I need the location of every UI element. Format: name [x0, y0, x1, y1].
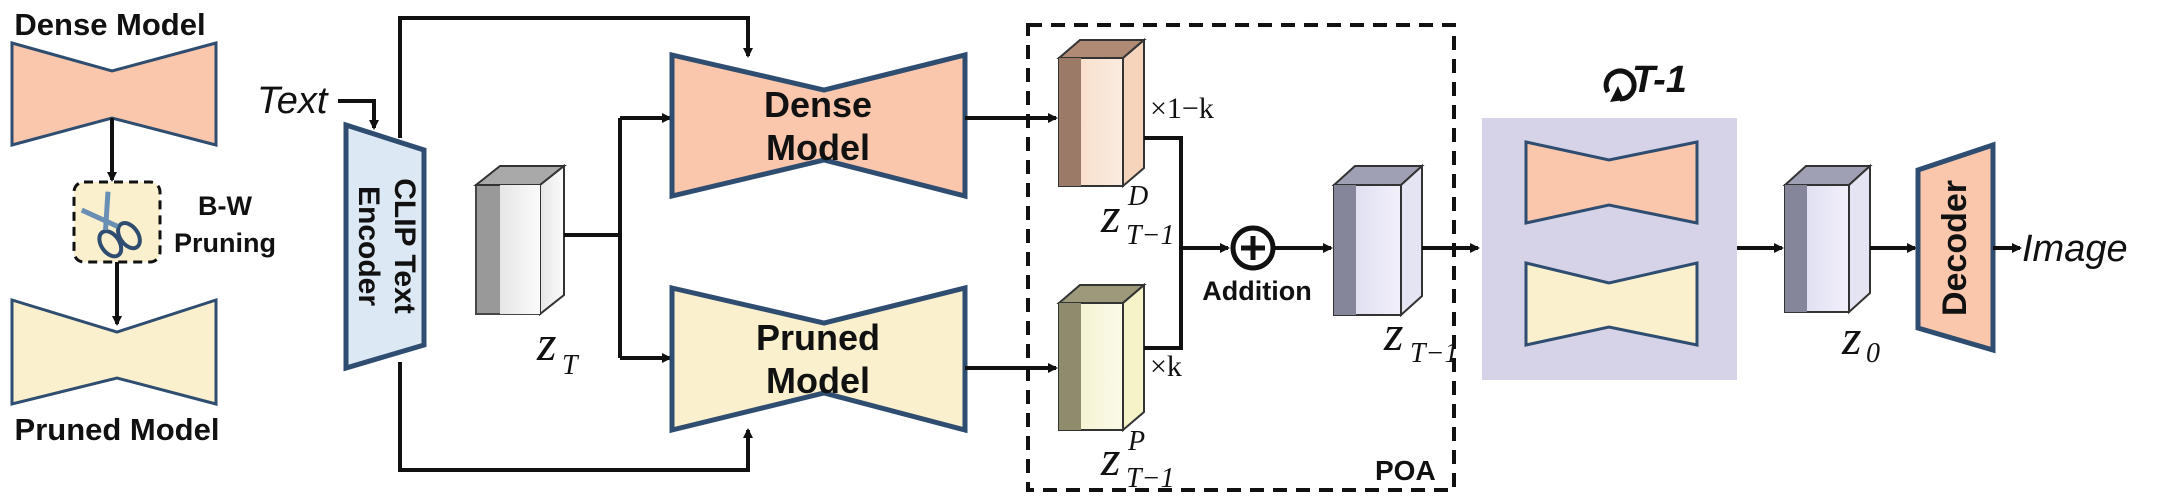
dense-coef: ×1−k [1150, 92, 1214, 125]
poa-region [1026, 23, 1456, 492]
pruned-model-line1: Pruned [756, 317, 880, 358]
zD-sub: T−1 [1126, 220, 1174, 251]
merged-sub: T−1 [1410, 338, 1458, 369]
text-input-label: Text [257, 80, 329, 122]
image-output-label: Image [2022, 228, 2128, 270]
zD-sup: D [1127, 181, 1148, 212]
encoder-label-line1: CLIP Text [388, 178, 421, 314]
loop-iterations-label: T-1 [1632, 59, 1687, 101]
zP-sub: T−1 [1126, 463, 1174, 494]
zP-sup: P [1127, 426, 1145, 457]
legend-dense-title: Dense Model [14, 7, 205, 42]
zD-base: z [1100, 187, 1120, 243]
merged-base: z [1383, 305, 1403, 361]
loop-dense-bowtie [1524, 140, 1699, 225]
decoder-block [1915, 141, 1996, 354]
latent-z0-block [1782, 163, 1873, 315]
pruning-label-line1: B-W [198, 191, 252, 221]
pruned-coef: ×k [1150, 350, 1182, 383]
legend-pruned-title: Pruned Model [15, 412, 220, 447]
latent-zT-sub: T [562, 350, 580, 381]
addition-icon [1230, 225, 1276, 271]
zD-combine-line [1144, 136, 1183, 248]
text-to-encoder-arrow [338, 99, 379, 130]
dense-model-line2: Model [766, 127, 870, 168]
legend-dense-bowtie [10, 41, 218, 147]
scissors-icon [80, 191, 142, 259]
decoder-label: Decoder [1936, 180, 1974, 316]
encoder-label-line2: Encoder [352, 186, 385, 306]
z0-sub: 0 [1866, 338, 1880, 369]
dense-model-line1: Dense [764, 84, 872, 125]
poa-label: POA [1375, 455, 1436, 486]
loop-pruned-bowtie [1524, 261, 1699, 347]
zP-base: z [1100, 430, 1120, 486]
pruned-model-block [669, 284, 968, 434]
pruning-scissors-box [72, 180, 162, 264]
latent-zP-block [1056, 282, 1147, 433]
addition-label: Addition [1202, 276, 1311, 306]
encoder-to-pruned-condition [398, 362, 753, 472]
loop-box [1482, 118, 1737, 380]
loop-repeat-icon [1603, 68, 1637, 102]
latent-merged-block [1331, 163, 1425, 318]
z0-base: z [1841, 309, 1861, 365]
dense-model-block [669, 51, 968, 200]
latent-zD-block [1056, 37, 1147, 189]
pruned-model-line2: Model [766, 360, 870, 401]
clip-text-encoder [343, 121, 427, 372]
latent-zT-block [473, 163, 567, 317]
encoder-to-dense-condition [398, 16, 753, 138]
zP-combine-line [1144, 248, 1183, 350]
latent-zT-label: z [536, 315, 556, 371]
pruning-label-line2: Pruning [174, 228, 276, 258]
legend-pruned-bowtie [10, 297, 218, 406]
